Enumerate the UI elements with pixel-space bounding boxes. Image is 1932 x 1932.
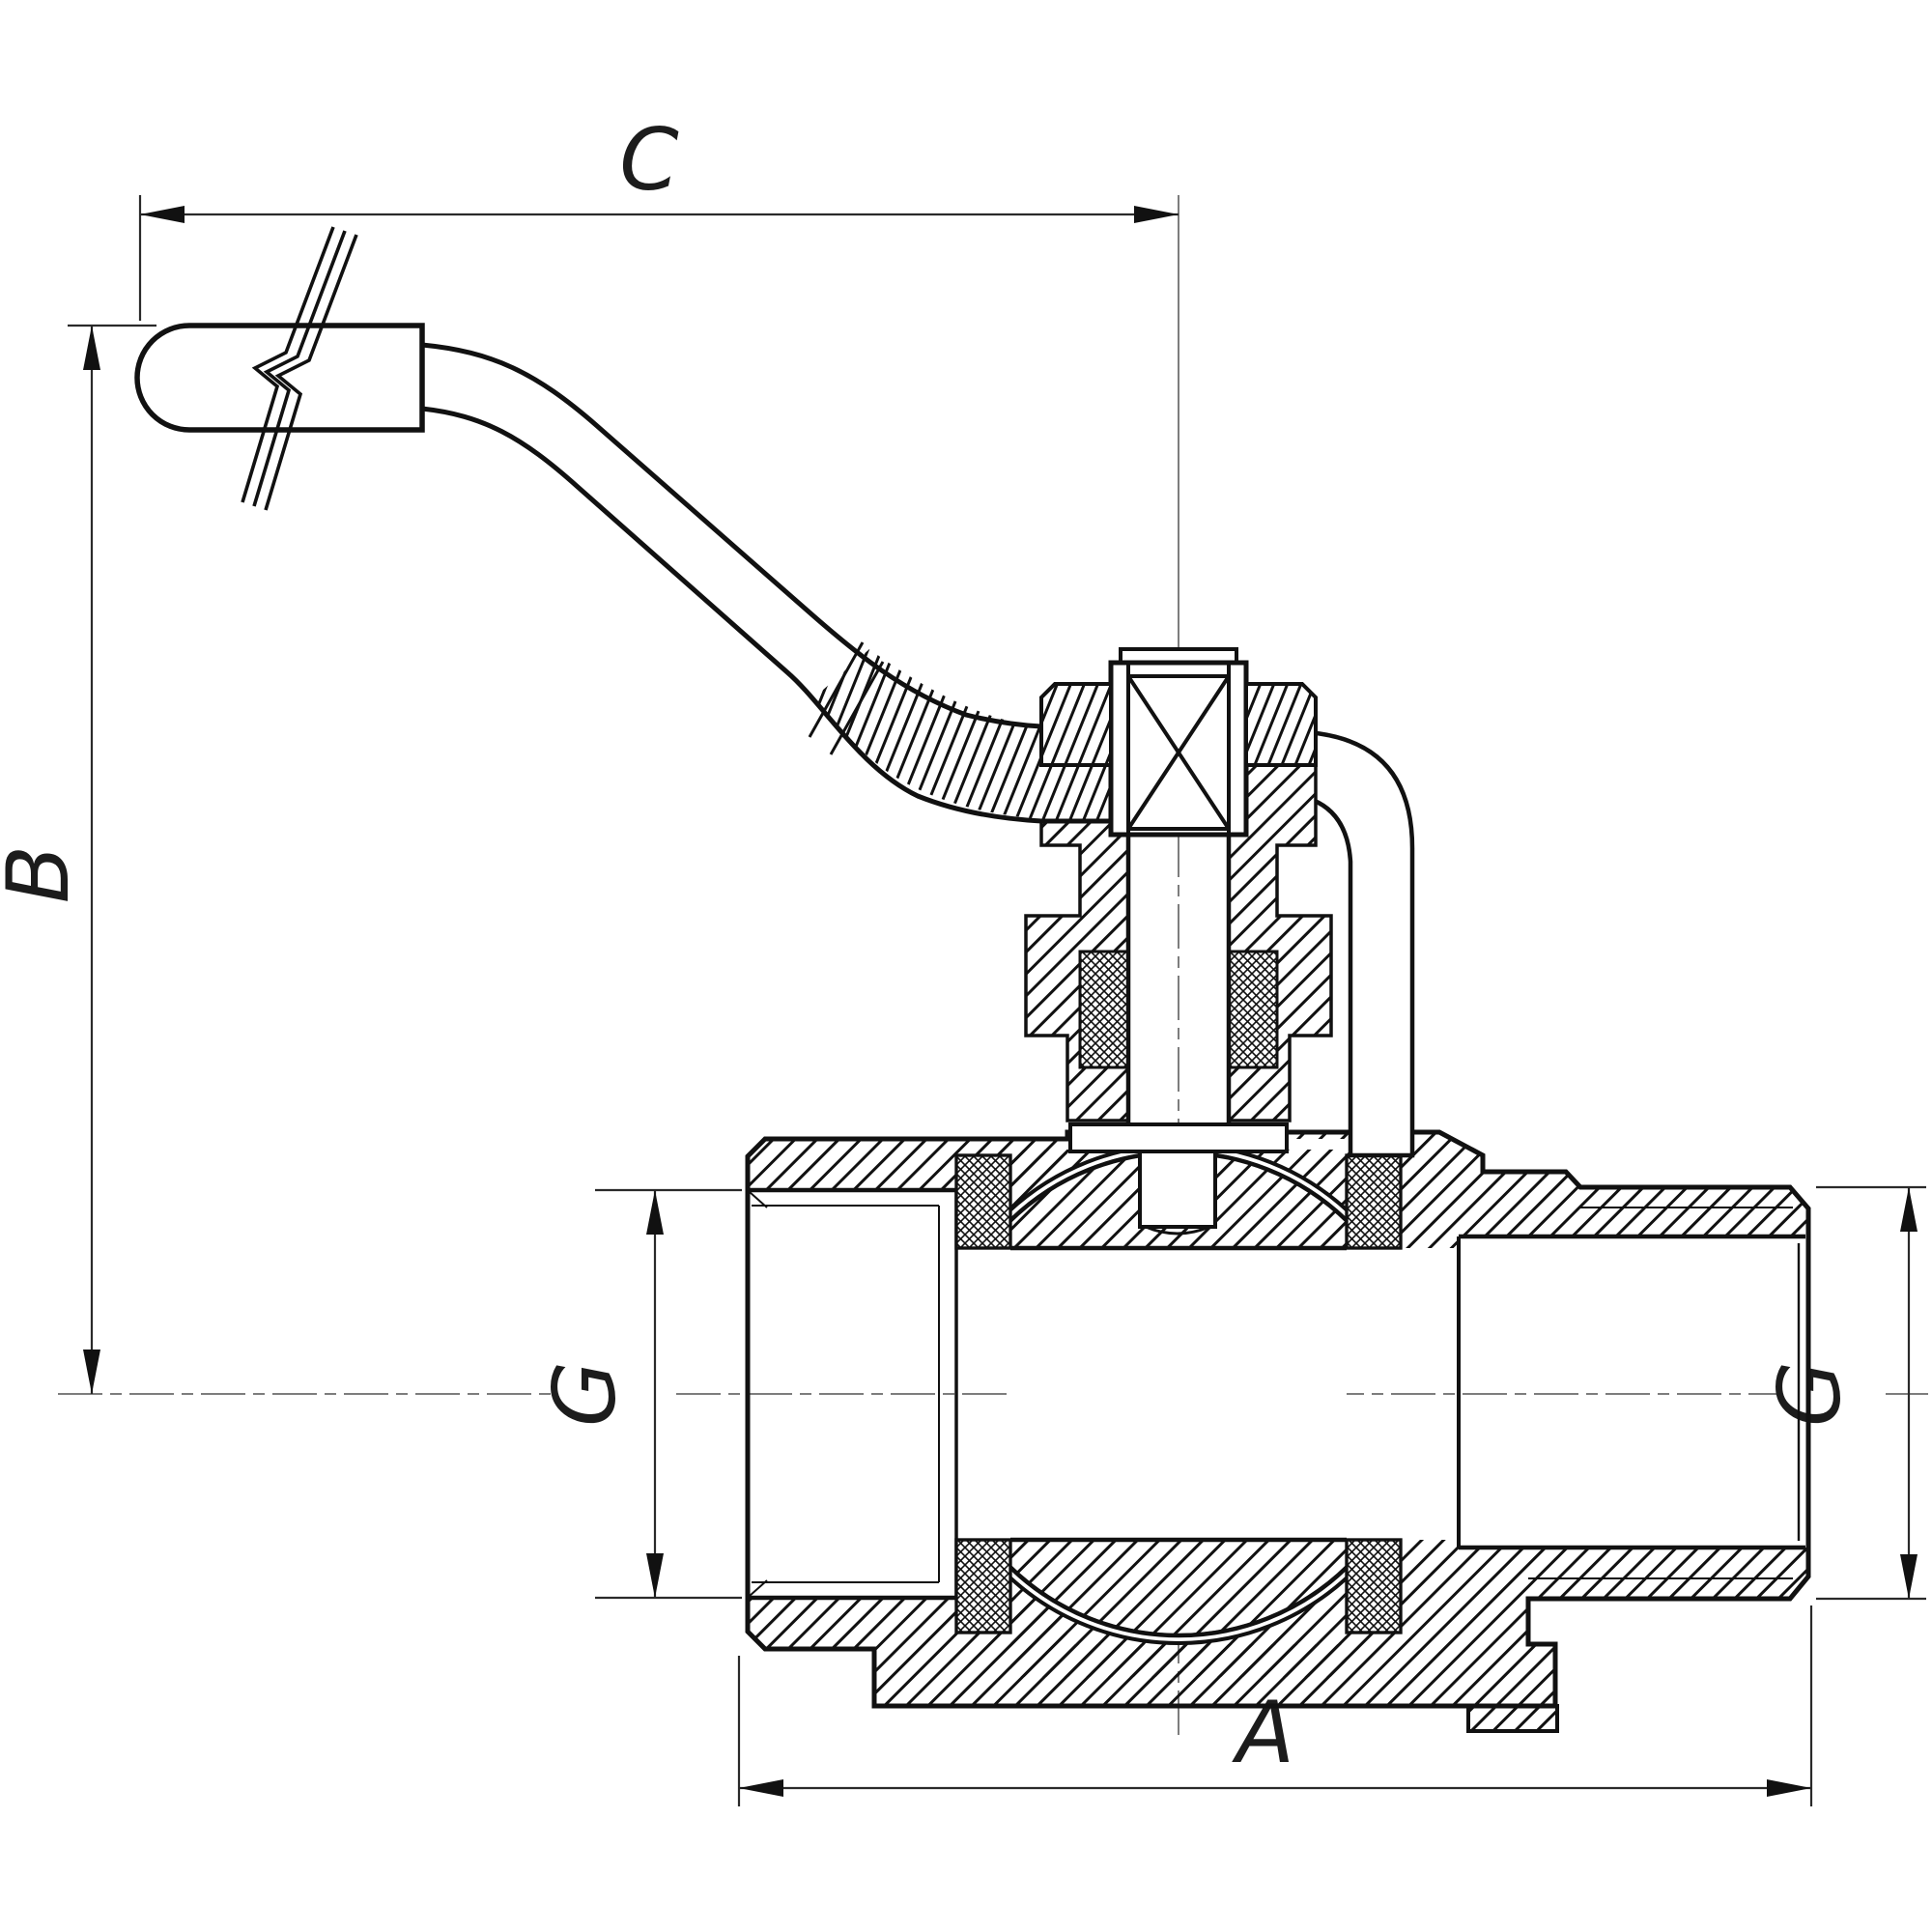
tang-slot-arc — [1145, 1225, 1210, 1236]
dimension-c — [138, 195, 1179, 321]
dimension-label-b: B — [0, 845, 88, 903]
body-top-section — [1067, 1132, 1808, 1248]
dimension-g-left — [595, 1188, 742, 1600]
stem-seal-left — [1078, 950, 1130, 1069]
arrowhead-bottom — [646, 1553, 664, 1598]
dimension-b — [68, 324, 156, 1394]
body-bottom-right-section — [1347, 1540, 1808, 1644]
handle-arm-bottom-edge — [421, 406, 1128, 824]
stem-nut — [1039, 647, 1318, 838]
section-boundary-1 — [808, 641, 865, 738]
body-bottom-step — [1466, 1704, 1559, 1733]
gland-flange-right — [1244, 682, 1318, 767]
dimension-label-c: C — [619, 110, 679, 210]
valve-seats — [954, 1153, 1403, 1634]
dimension-a — [737, 1605, 1813, 1806]
handle-arm-section-hatch — [814, 649, 1128, 821]
body-outline — [745, 1129, 1811, 1709]
ball-chamber — [1010, 1150, 1347, 1677]
dimension-g-right — [1816, 1185, 1926, 1601]
nut-cross-symbol — [1126, 674, 1231, 831]
stem-tang — [1138, 1150, 1217, 1229]
arrowhead-right — [1134, 206, 1179, 223]
seat-left-bottom — [954, 1538, 1012, 1634]
arrowhead-right — [1767, 1779, 1811, 1797]
stem-seal-right — [1227, 950, 1279, 1069]
section-boundary-2 — [829, 661, 885, 755]
dimension-label-g-left: G — [535, 1361, 635, 1427]
arrowhead-bottom — [83, 1350, 100, 1394]
right-port-thread — [1457, 1207, 1805, 1579]
handle-grip — [134, 226, 425, 511]
arrowhead-bottom — [1900, 1554, 1918, 1599]
handle-arm-top-edge — [421, 342, 1128, 729]
arrowhead-left — [739, 1779, 783, 1797]
handle — [421, 342, 1128, 824]
packing-gland — [1024, 763, 1333, 1124]
nut-body — [1108, 660, 1249, 838]
stem-washer — [1068, 1122, 1289, 1153]
arrowhead-top — [83, 326, 100, 370]
seat-left-top — [954, 1153, 1012, 1250]
gland-flange-left — [1039, 682, 1113, 767]
seat-right-top — [1345, 1153, 1403, 1250]
arrowhead-left — [140, 206, 185, 223]
left-port-thread — [748, 1187, 958, 1601]
arrowhead-top — [1900, 1187, 1918, 1232]
ball-bore — [1010, 1248, 1347, 1540]
seat-right-bottom — [1345, 1538, 1403, 1634]
handle-break-symbol — [241, 226, 358, 511]
arrowhead-top — [646, 1190, 664, 1235]
ball-bottom-section — [1010, 1538, 1347, 1636]
